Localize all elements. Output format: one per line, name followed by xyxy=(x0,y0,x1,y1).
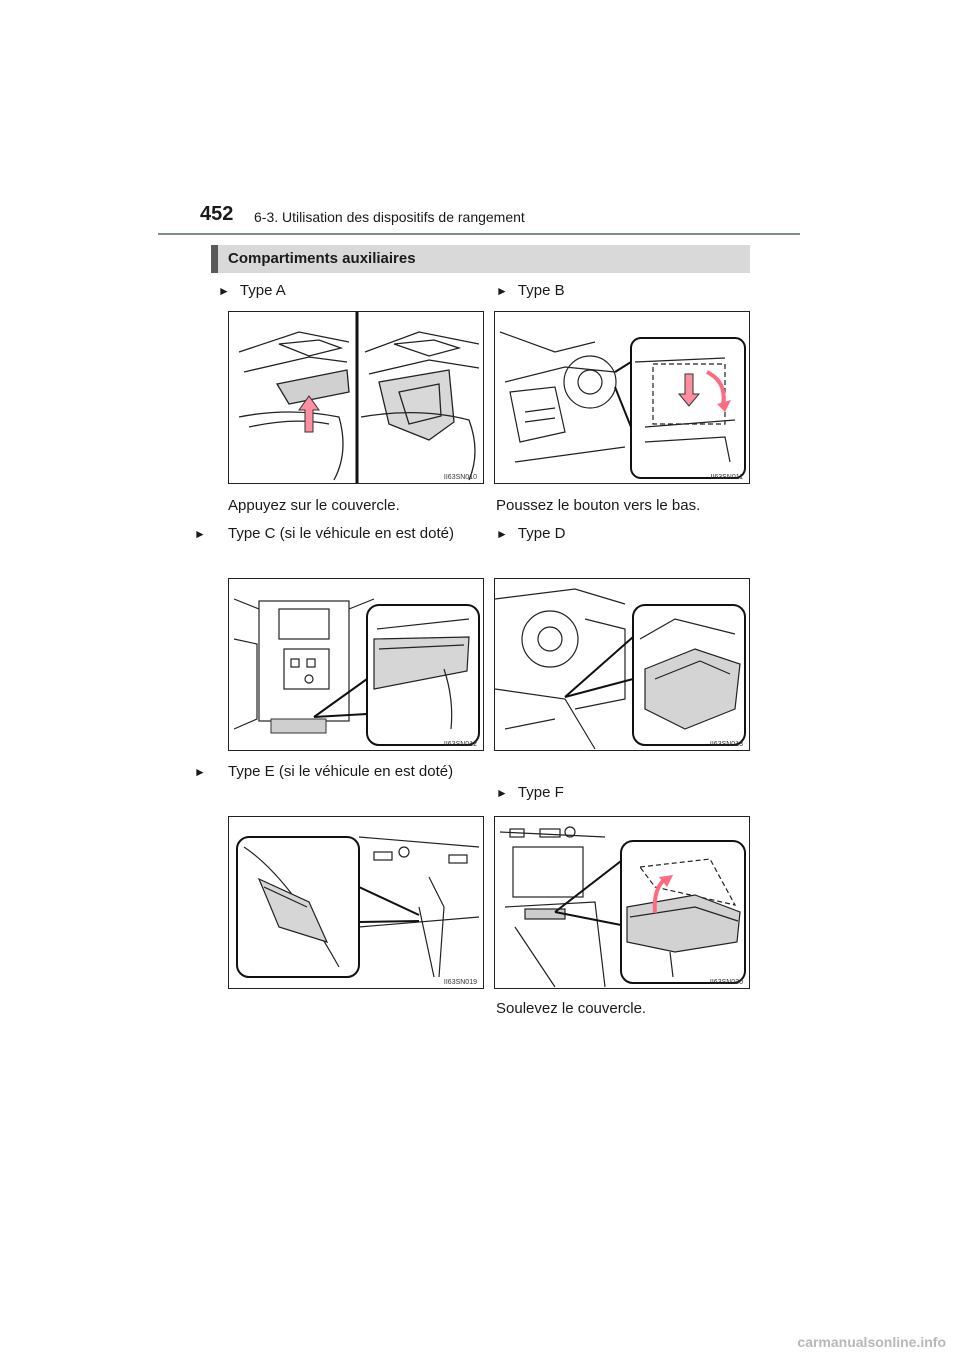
figure-code: II63SN012 xyxy=(443,741,477,748)
figure-type-a: II63SN010 xyxy=(228,311,484,484)
page-number: 452 xyxy=(200,203,234,225)
item-label-type-d: ►Type D xyxy=(496,523,565,545)
triangle-right-icon: ► xyxy=(218,284,230,298)
figure-code: II63SN013 xyxy=(709,741,743,748)
caption-type-a: Appuyez sur le couvercle. xyxy=(228,497,400,514)
item-label-type-c: ►Type C (si le véhicule en est doté) xyxy=(194,525,454,542)
item-label-type-b: ►Type B xyxy=(496,280,565,302)
figure-code: II63SN019 xyxy=(443,979,477,986)
running-head: 6-3. Utilisation des dispositifs de rang… xyxy=(254,209,525,225)
figure-code: II63SN020 xyxy=(709,979,743,986)
figure-type-c: II63SN012 xyxy=(228,578,484,751)
item-label-type-f: ►Type F xyxy=(496,782,564,804)
item-label-type-e: ►Type E (si le véhicule en est doté) xyxy=(194,763,454,780)
figure-code: II63SN010 xyxy=(443,474,477,481)
figure-type-f: II63SN020 xyxy=(494,816,750,989)
caption-type-b: Poussez le bouton vers le bas. xyxy=(496,497,701,514)
section-title: Compartiments auxiliaires xyxy=(211,245,750,273)
figure-code: II63SN011 xyxy=(710,474,743,481)
figure-type-b: II63SN011 xyxy=(494,311,750,484)
item-label-type-a: ►Type A xyxy=(218,280,286,302)
triangle-right-icon: ► xyxy=(496,786,508,800)
figure-type-e: II63SN019 xyxy=(228,816,484,989)
header-rule xyxy=(158,233,800,235)
watermark: carmanualsonline.info xyxy=(797,1334,946,1350)
caption-type-f: Soulevez le couvercle. xyxy=(496,1000,647,1017)
triangle-right-icon: ► xyxy=(496,527,508,541)
figure-type-d: II63SN013 xyxy=(494,578,750,751)
triangle-right-icon: ► xyxy=(496,284,508,298)
